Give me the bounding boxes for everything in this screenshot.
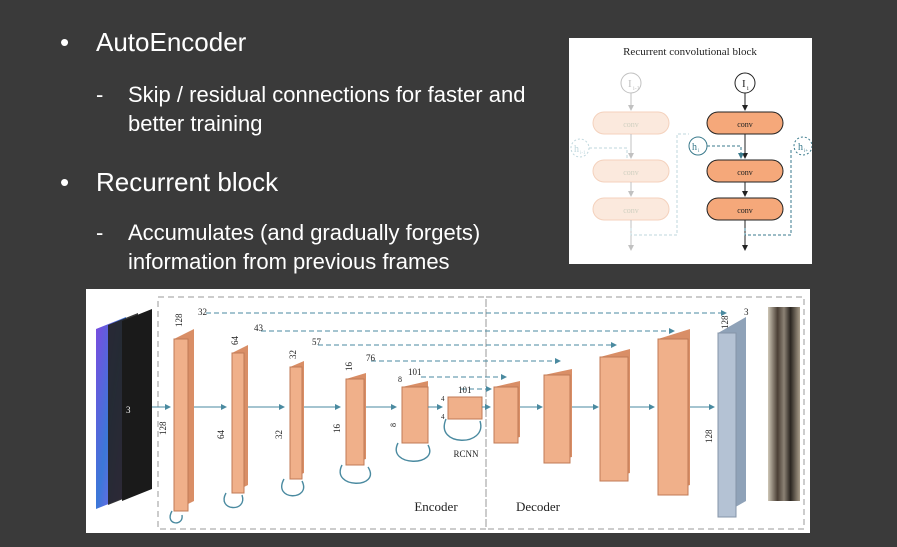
encoder-blocks: 128 32 128 64 43 64 32 57 32 16 76 16 8 … [158, 307, 483, 512]
output-photo [768, 307, 800, 501]
dec-block-3 [599, 356, 629, 482]
bullet-title: Recurrent block [96, 167, 279, 197]
output-channels: 3 [744, 307, 749, 317]
hidden-next-node [793, 136, 813, 156]
enc-block-3 [289, 366, 303, 480]
enc-block-5 [401, 386, 429, 444]
conv-faded-label: conv [623, 120, 639, 129]
rcnn-label: RCNN [453, 449, 479, 459]
enc-block-2-channels: 43 [254, 323, 264, 333]
enc-block-3-height: 32 [274, 430, 284, 439]
conv-faded-label: conv [623, 206, 639, 215]
bullet-recurrent: • Recurrent block [60, 166, 278, 198]
enc-block-4-height: 16 [332, 424, 342, 434]
hidden-prev-sub: i-1 [580, 151, 586, 156]
conv-faded-label: conv [623, 168, 639, 177]
bullet-autoencoder: • AutoEncoder [60, 26, 246, 58]
loop-4 [339, 464, 371, 484]
rc-current-step: I i conv conv conv h i h i+ [688, 72, 813, 251]
enc-block-2-size: 64 [230, 336, 240, 346]
dec-block-2 [543, 374, 571, 464]
enc-block-6 [447, 396, 483, 420]
rc-previous-step: I i-1 conv conv conv h i-1 [570, 72, 689, 251]
decoder-blocks: 128 3 128 [493, 307, 749, 518]
input-images: 3 [96, 309, 152, 509]
hidden-cur-label: h [692, 142, 697, 153]
output-image [768, 307, 800, 501]
enc-block-3-channels: 57 [312, 337, 322, 347]
enc-block-4 [345, 378, 365, 466]
recurrent-loops [169, 418, 482, 524]
enc-block-1-channels: 32 [198, 307, 207, 317]
dash-glyph: - [96, 82, 104, 107]
bullet-glyph: • [60, 167, 70, 197]
output-block [717, 332, 737, 518]
loop-6 [443, 418, 482, 441]
bullet-glyph: • [60, 27, 70, 57]
input-prev-sub: i-1 [633, 86, 640, 92]
decoder-label: Decoder [516, 499, 561, 514]
enc-block-3-size: 32 [288, 350, 298, 359]
enc-block-2-height: 64 [216, 430, 226, 440]
dash-glyph: - [96, 220, 104, 245]
enc-block-4-size: 16 [344, 362, 354, 372]
loop-3 [281, 478, 305, 497]
kernel-label: 3 [126, 405, 131, 415]
loop-5 [395, 442, 431, 462]
sub-bullet-text: Skip / residual connections for faster a… [128, 82, 526, 136]
output-height: 128 [704, 429, 714, 443]
conv-active-label: conv [737, 120, 753, 129]
enc-block-2 [231, 352, 245, 494]
rc-title: Recurrent convolutional block [623, 46, 757, 58]
hidden-next-sub: i+ [804, 149, 808, 154]
hidden-cur-sub: i [698, 149, 700, 154]
enc-block-1-height: 128 [158, 421, 168, 435]
enc-block-5-height: 8 [389, 423, 398, 427]
enc-block-1 [173, 338, 189, 512]
input-cur-label: I [742, 78, 746, 90]
sub-bullet-text: Accumulates (and gradually forgets) info… [128, 220, 481, 274]
enc-block-5-channels: 101 [408, 367, 422, 377]
skip-connections [206, 310, 727, 392]
hidden-next-label: h [798, 142, 803, 153]
input-prev-label: I [628, 78, 632, 90]
encoder-label: Encoder [414, 499, 458, 514]
decoder-region [485, 296, 805, 530]
dec-block-1 [493, 386, 519, 444]
bullet-title: AutoEncoder [96, 27, 247, 57]
output-size: 128 [720, 315, 730, 329]
hidden-prev-label: h [574, 144, 579, 155]
dec-block-4 [657, 338, 689, 496]
autoencoder-architecture-figure: 3 128 32 128 64 43 64 32 57 [86, 289, 810, 533]
enc-block-5-size: 8 [398, 375, 402, 384]
enc-block-1-size: 128 [174, 313, 184, 327]
encoder-region [157, 296, 487, 530]
recurrent-block-figure: Recurrent convolutional block I i-1 conv… [569, 38, 813, 264]
input-frame-3 [122, 309, 152, 501]
enc-block-4-channels: 76 [366, 353, 376, 363]
input-cur-sub: i [747, 86, 749, 92]
conv-active-label: conv [737, 206, 753, 215]
enc-block-6-channels: 101 [458, 385, 472, 395]
loop-2 [223, 492, 244, 509]
loop-1 [169, 510, 183, 524]
enc-block-6-size: 4 [441, 395, 445, 403]
conv-active-label: conv [737, 168, 753, 177]
enc-block-6-height: 4 [441, 413, 445, 421]
